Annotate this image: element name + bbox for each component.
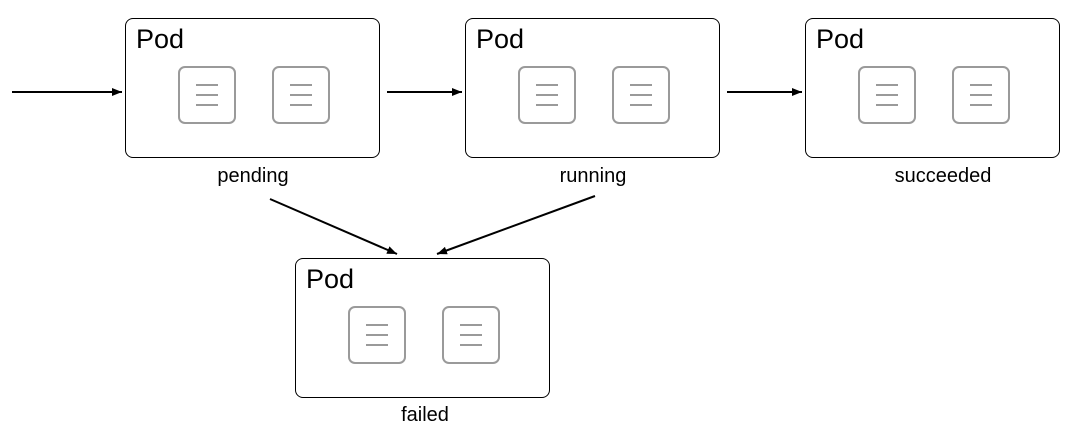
state-label-running: running [559, 165, 627, 187]
pending-to-failed-arrow [269, 198, 398, 255]
container-document-icon [272, 66, 330, 124]
pod-title: Pod [136, 24, 185, 54]
pod-box-failed: Pod [295, 258, 550, 398]
container-document-icon [952, 66, 1010, 124]
pod-box-running: Pod [465, 18, 720, 158]
container-document-icon [858, 66, 916, 124]
pod-title: Pod [816, 24, 865, 54]
state-label-pending: pending [217, 165, 289, 187]
container-document-icon [348, 306, 406, 364]
container-document-icon [612, 66, 670, 124]
container-document-icon [518, 66, 576, 124]
pod-box-succeeded: Pod [805, 18, 1060, 158]
pod-title: Pod [476, 24, 525, 54]
container-document-icon [442, 306, 500, 364]
container-document-icon [178, 66, 236, 124]
pod-box-pending: Pod [125, 18, 380, 158]
state-label-succeeded: succeeded [894, 165, 992, 187]
pod-title: Pod [306, 264, 355, 294]
running-to-failed-arrow [436, 195, 596, 255]
state-label-failed: failed [401, 404, 449, 426]
